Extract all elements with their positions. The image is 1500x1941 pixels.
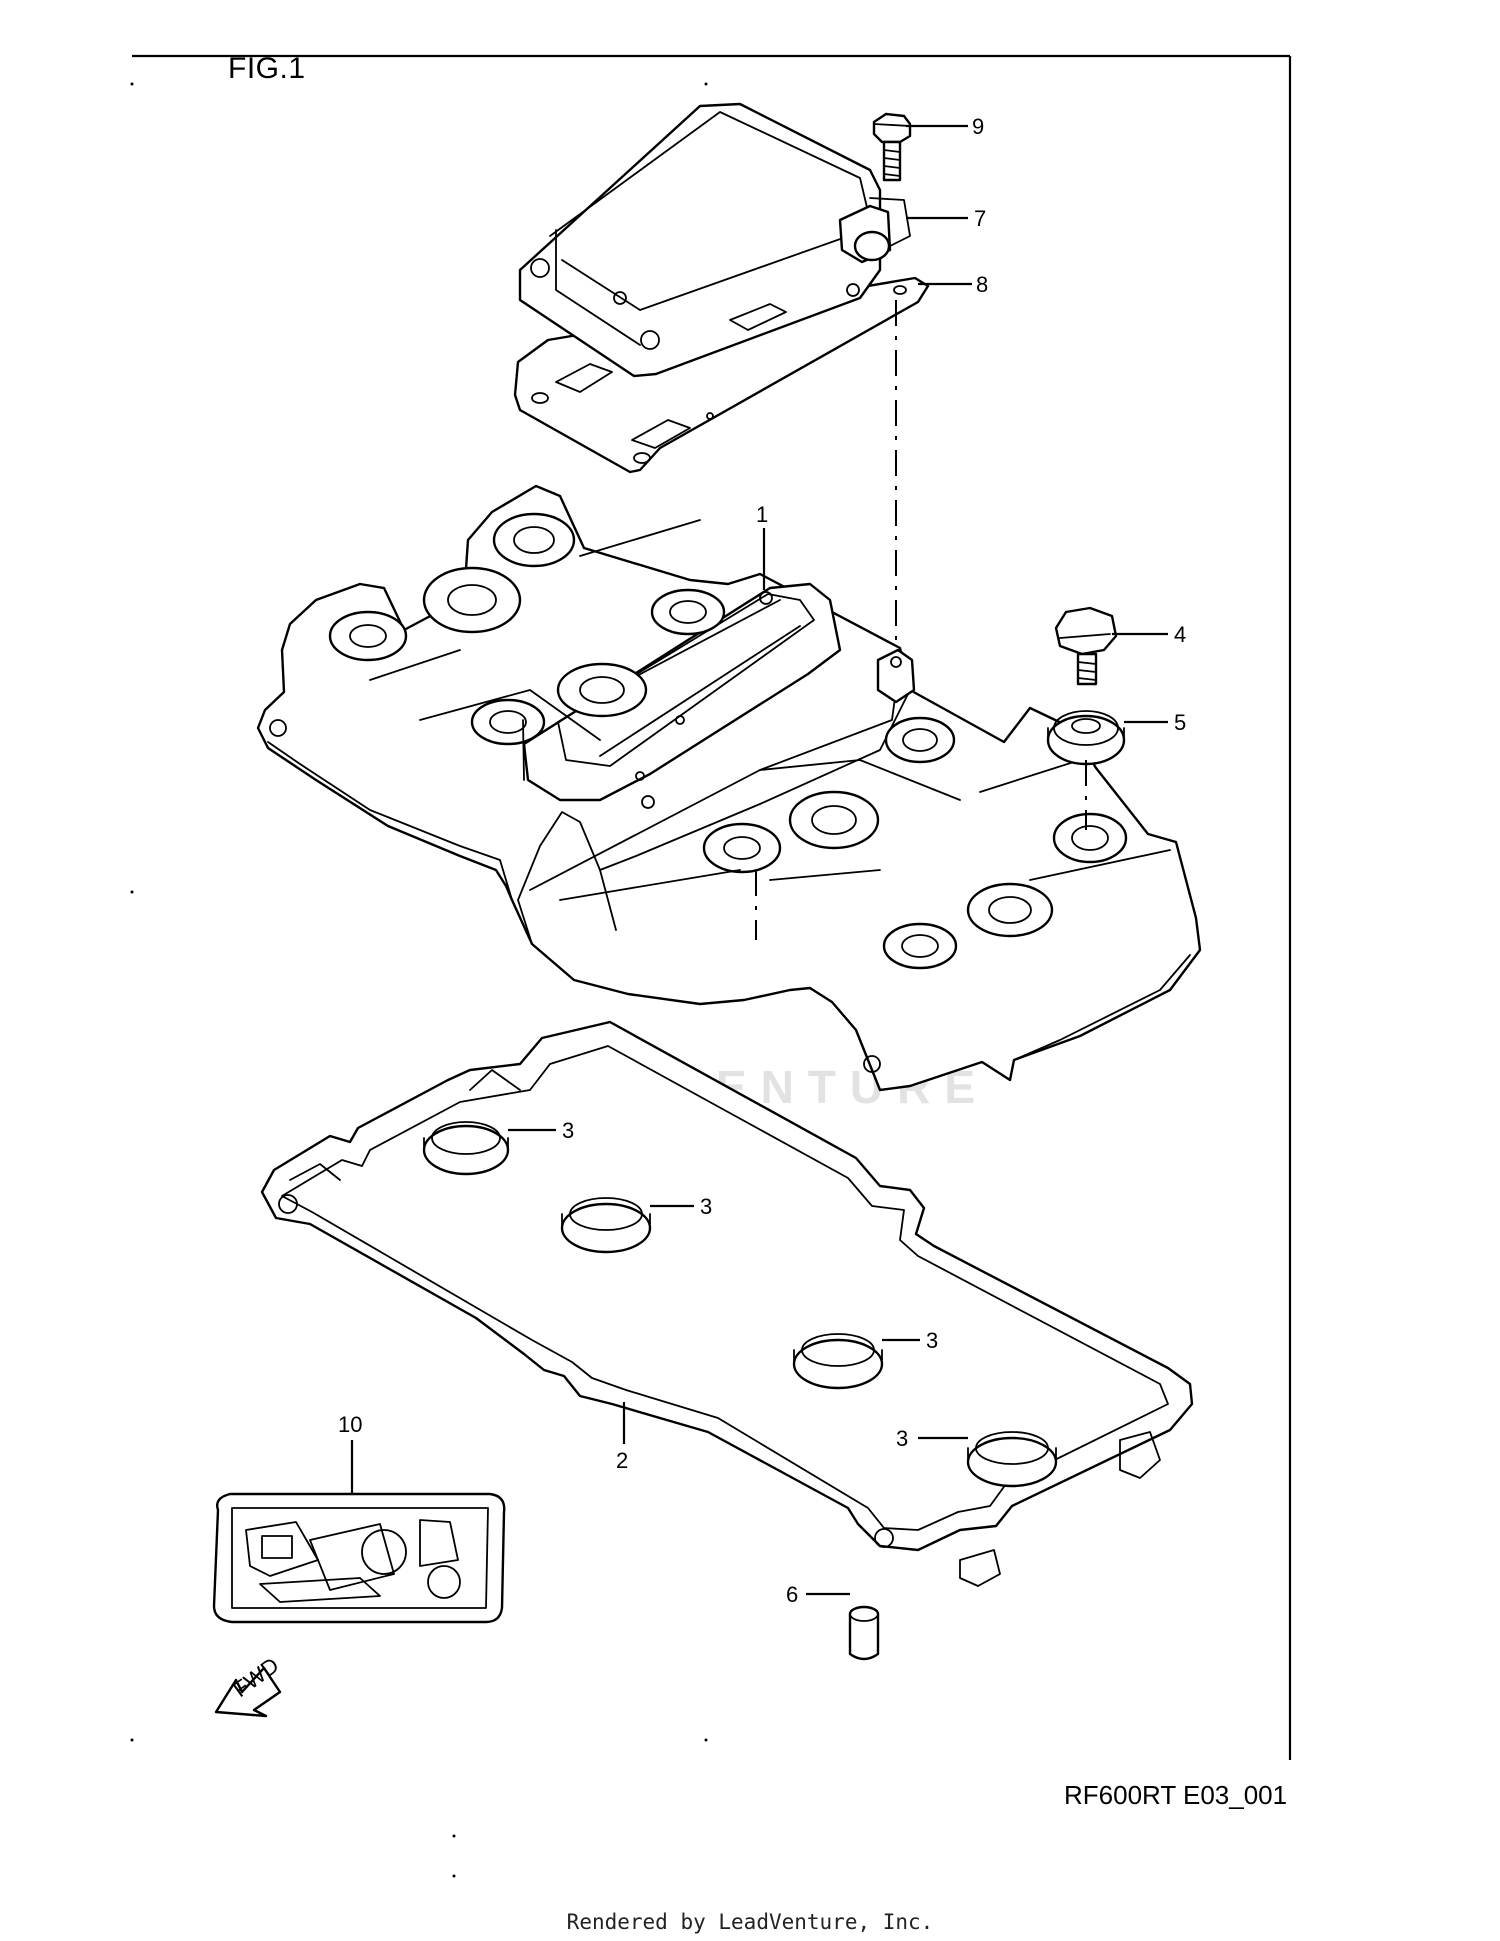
callout-8: 8 [918, 272, 988, 297]
part-1-cylinder-head-cover[interactable] [256, 484, 1202, 1092]
figure-title: FIG.1 [228, 52, 306, 85]
callout-2: 2 [616, 1402, 628, 1473]
callout-7: 7 [906, 206, 986, 231]
callout-3d-label: 3 [896, 1426, 908, 1451]
callout-3d: 3 [896, 1426, 968, 1451]
part-7-breather-cover[interactable] [518, 102, 911, 378]
part-5-grommet[interactable] [1046, 710, 1126, 766]
part-6-dowel-pin[interactable] [848, 1605, 880, 1661]
callout-3b-label: 3 [700, 1194, 712, 1219]
callout-5-label: 5 [1174, 710, 1186, 735]
callout-1: 1 [756, 502, 768, 590]
callout-2-label: 2 [616, 1448, 628, 1473]
callout-5: 5 [1124, 710, 1186, 735]
callout-3a-label: 3 [562, 1118, 574, 1143]
part-10-gasket-set[interactable] [212, 1492, 506, 1624]
part-3-plug-seal-b[interactable] [560, 1197, 652, 1254]
callout-4: 4 [1112, 622, 1186, 647]
part-3-plug-seal-c[interactable] [792, 1333, 884, 1390]
part-3-plug-seal-a[interactable] [422, 1121, 510, 1176]
alignment-lines [755, 300, 1087, 940]
callout-6-label: 6 [786, 1582, 798, 1607]
registration-dots [130, 82, 708, 1878]
figure-frame [132, 54, 1292, 1760]
callout-9: 9 [906, 114, 984, 139]
callout-3b: 3 [650, 1194, 712, 1219]
rendered-by-footer: Rendered by LeadVenture, Inc. [566, 1910, 934, 1934]
callout-6: 6 [786, 1582, 850, 1607]
callout-3a: 3 [508, 1118, 574, 1143]
callout-8-label: 8 [976, 272, 988, 297]
callout-10-label: 10 [338, 1412, 362, 1437]
part-9-bolt[interactable] [872, 112, 912, 182]
callout-1-label: 1 [756, 502, 768, 527]
callout-4-label: 4 [1174, 622, 1186, 647]
callout-3c-label: 3 [926, 1328, 938, 1353]
part-4-bolt[interactable] [1054, 606, 1118, 686]
callout-3c: 3 [882, 1328, 938, 1353]
callout-9-label: 9 [972, 114, 984, 139]
callout-7-label: 7 [974, 206, 986, 231]
fwd-arrow-icon: FWD [214, 1652, 283, 1718]
figure-code: RF600RT E03_001 [1064, 1780, 1288, 1810]
part-3-plug-seal-d[interactable] [966, 1431, 1058, 1488]
callout-10: 10 [338, 1412, 362, 1494]
